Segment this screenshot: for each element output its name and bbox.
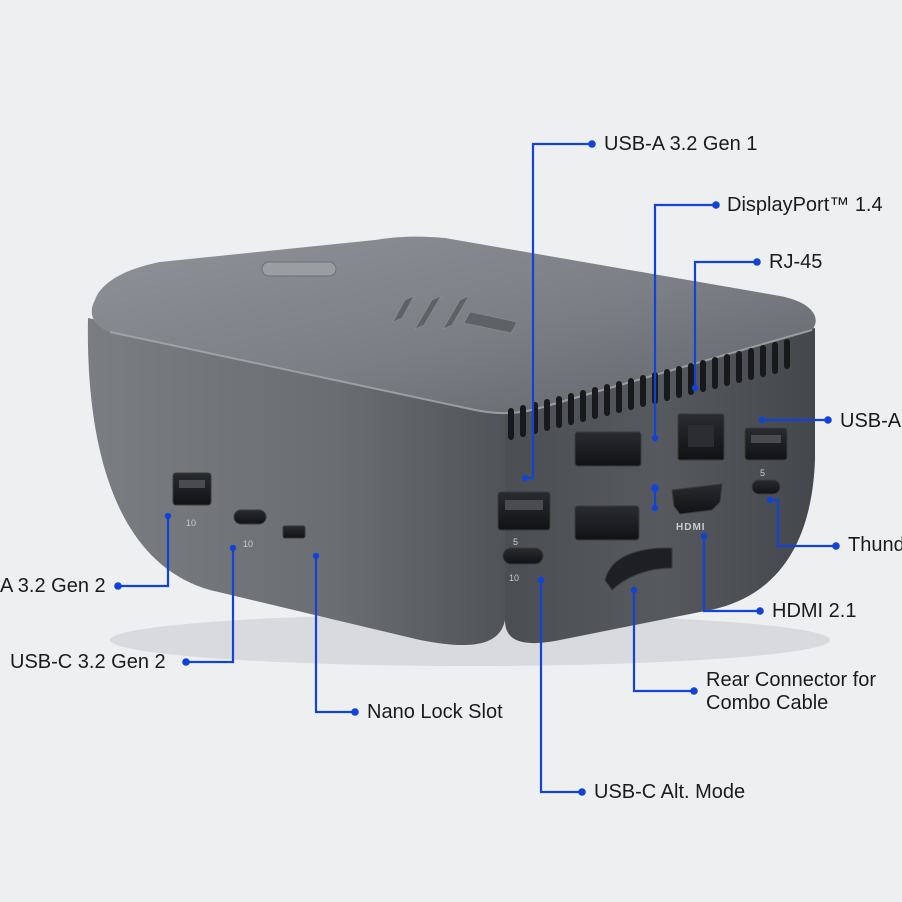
leader-dot-thunderbolt-start	[766, 496, 774, 504]
callout-thunderbolt: Thund	[848, 534, 902, 556]
leader-dot-usb-c-alt-mode-end	[578, 788, 586, 796]
front-usb-c-speed-badge: 10	[243, 539, 254, 549]
leader-line-rj-45	[693, 260, 757, 388]
leader-line-nano-lock-slot	[314, 556, 355, 714]
leader-dot-thunderbolt-end	[832, 542, 840, 550]
callout-usb-c-alt-mode: USB-C Alt. Mode	[594, 781, 746, 803]
leader-dot-nano-lock-slot-end	[351, 708, 359, 716]
callout-usb-c-3-2-gen-2: USB-C 3.2 Gen 2	[10, 651, 166, 673]
rear-usb-a-right-speed-badge: 5	[760, 468, 766, 478]
leader-dot-usb-a-3-2-gen-2-end	[114, 582, 122, 590]
leader-dot-displayport-1-4-end	[712, 201, 720, 209]
leader-dot-rj-45-start	[691, 384, 699, 392]
hp-slash-logo-icon	[392, 295, 518, 334]
top-button	[261, 261, 337, 277]
leader-dot-rear-connector-start	[630, 586, 638, 594]
rear-usb-a-left-port	[497, 491, 551, 531]
leader-dot-usb-c-3-2-gen-2-end	[182, 658, 190, 666]
callout-rj-45: RJ-45	[769, 251, 823, 273]
leader-dot-rear-connector-end	[690, 687, 698, 695]
front-usb-a-port	[172, 472, 212, 506]
leader-dot-usb-c-3-2-gen-2-start	[229, 544, 237, 552]
leader-dot-hdmi-2-1-end	[756, 607, 764, 615]
leader-dot-usb-a-3-2-gen-1-end	[588, 140, 596, 148]
leader-dot-usb-a-right-end	[824, 416, 832, 424]
rear-usb-a-right-port	[744, 427, 788, 461]
leader-line-usb-a-3-2-gen-1	[525, 142, 592, 480]
front-usb-c-port	[233, 509, 267, 525]
left-face	[87, 318, 505, 646]
callout-displayport-1-4: DisplayPort™ 1.4	[727, 194, 883, 216]
leader-dot-displayport-lower-end	[651, 484, 659, 492]
rear-usb-c-speed-badge: 10	[509, 573, 520, 583]
hdmi-badge: HDMI	[676, 522, 706, 533]
callout-hdmi-2-1: HDMI 2.1	[772, 600, 857, 622]
leader-line-displayport-1-4	[653, 203, 716, 438]
displayport-upper-port	[574, 431, 642, 467]
leader-dot-usb-a-3-2-gen-1-start	[521, 474, 529, 482]
callout-usb-a-3-2-gen-1: USB-A 3.2 Gen 1	[604, 133, 758, 155]
thunderbolt-port	[751, 479, 781, 495]
vent-grille	[508, 339, 790, 440]
leader-dot-usb-c-alt-mode-start	[537, 576, 545, 584]
leader-line-usb-c-alt-mode	[539, 580, 582, 794]
leader-dot-nano-lock-slot-start	[312, 552, 320, 560]
leader-dot-usb-a-right-start	[758, 416, 766, 424]
leader-dot-displayport-1-4-start	[651, 434, 659, 442]
leader-line-usb-a-3-2-gen-2	[118, 516, 170, 588]
rear-ports	[497, 413, 788, 591]
leader-line-rear-connector	[632, 590, 694, 693]
rear-usb-a-speed-badge: 5	[513, 537, 519, 547]
leader-dot-rj-45-end	[753, 258, 761, 266]
leader-line-hdmi-2-1	[702, 536, 760, 613]
nano-lock-slot	[282, 525, 306, 539]
leader-dot-hdmi-2-1-start	[700, 532, 708, 540]
front-ports	[172, 472, 306, 539]
leader-dot-displayport-lower-start	[651, 504, 659, 512]
rear-usb-c-left-port	[502, 547, 544, 565]
callout-rear-connector: Rear Connector for Combo Cable	[706, 669, 877, 714]
front-usb-a-speed-badge: 10	[186, 518, 197, 528]
callout-usb-a-right: USB-A	[840, 410, 902, 432]
leader-line-usb-c-3-2-gen-2	[186, 548, 235, 664]
leader-line-thunderbolt	[770, 498, 836, 548]
leader-dot-usb-a-3-2-gen-2-start	[164, 512, 172, 520]
callout-usb-a-3-2-gen-2: A 3.2 Gen 2	[0, 575, 106, 597]
hdmi-port	[671, 483, 723, 515]
rear-combo-connector	[604, 547, 673, 591]
callout-nano-lock-slot: Nano Lock Slot	[367, 701, 503, 723]
displayport-lower-port	[574, 505, 640, 541]
top-face	[91, 236, 816, 414]
